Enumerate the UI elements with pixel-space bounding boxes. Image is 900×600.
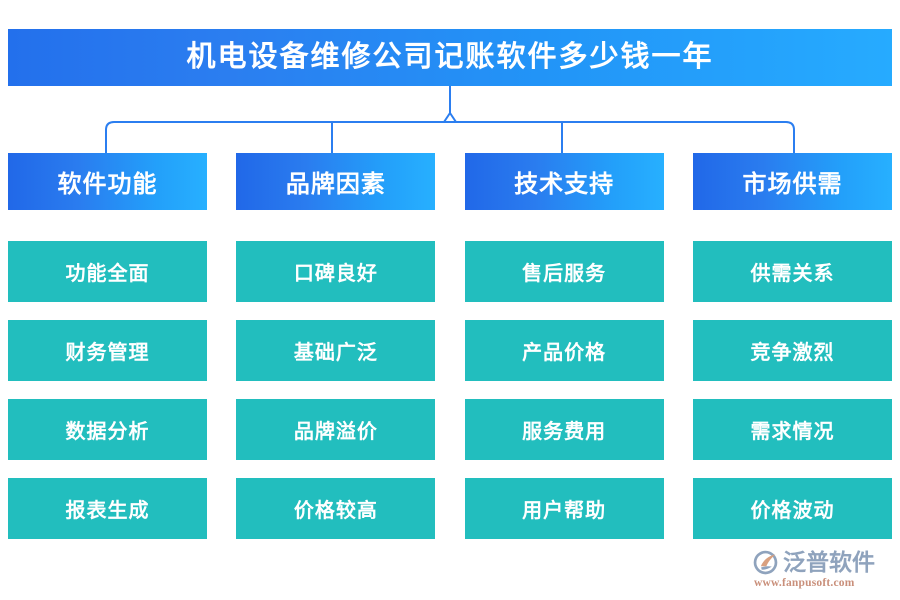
logo-url: www.fanpusoft.com: [754, 576, 855, 589]
item-box[interactable]: 产品价格: [464, 320, 664, 381]
category-column-4: 市场供需 供需关系 竞争激烈 需求情况 价格波动: [692, 153, 892, 539]
category-header-3[interactable]: 技术支持: [464, 153, 664, 210]
item-box[interactable]: 服务费用: [464, 399, 664, 460]
fanpu-swoosh-icon: [753, 550, 778, 575]
category-column-3: 技术支持 售后服务 产品价格 服务费用 用户帮助: [464, 153, 664, 539]
page-title: 机电设备维修公司记账软件多少钱一年: [186, 41, 714, 73]
item-box[interactable]: 用户帮助: [464, 478, 664, 539]
item-box[interactable]: 数据分析: [8, 399, 207, 460]
category-header-4[interactable]: 市场供需: [692, 153, 892, 210]
connector-bracket: [105, 86, 795, 153]
item-box[interactable]: 报表生成: [8, 478, 207, 539]
category-header-2[interactable]: 品牌因素: [236, 153, 436, 210]
diagram-title-banner: 机电设备维修公司记账软件多少钱一年: [8, 29, 892, 86]
item-box[interactable]: 价格波动: [692, 478, 892, 539]
category-items-3: 售后服务 产品价格 服务费用 用户帮助: [464, 241, 664, 539]
logo-brand-name: 泛普软件: [783, 549, 875, 575]
category-columns: 软件功能 功能全面 财务管理 数据分析 报表生成 品牌因素 口碑良好 基础广泛 …: [8, 153, 892, 539]
logo-row: 泛普软件: [752, 549, 875, 576]
brand-logo: 泛普软件 www.fanpusoft.com: [752, 546, 892, 592]
item-box[interactable]: 竞争激烈: [692, 320, 892, 381]
item-box[interactable]: 财务管理: [8, 320, 207, 381]
category-column-2: 品牌因素 口碑良好 基础广泛 品牌溢价 价格较高: [236, 153, 436, 539]
item-box[interactable]: 供需关系: [692, 241, 892, 302]
item-box[interactable]: 口碑良好: [236, 241, 436, 302]
item-box[interactable]: 价格较高: [236, 478, 436, 539]
category-column-1: 软件功能 功能全面 财务管理 数据分析 报表生成: [8, 153, 207, 539]
item-box[interactable]: 基础广泛: [236, 320, 436, 381]
item-box[interactable]: 售后服务: [464, 241, 664, 302]
item-box[interactable]: 品牌溢价: [236, 399, 436, 460]
category-header-1[interactable]: 软件功能: [8, 153, 207, 210]
item-box[interactable]: 功能全面: [8, 241, 207, 302]
category-items-1: 功能全面 财务管理 数据分析 报表生成: [8, 241, 207, 539]
category-items-2: 口碑良好 基础广泛 品牌溢价 价格较高: [236, 241, 436, 539]
item-box[interactable]: 需求情况: [692, 399, 892, 460]
category-items-4: 供需关系 竞争激烈 需求情况 价格波动: [692, 241, 892, 539]
